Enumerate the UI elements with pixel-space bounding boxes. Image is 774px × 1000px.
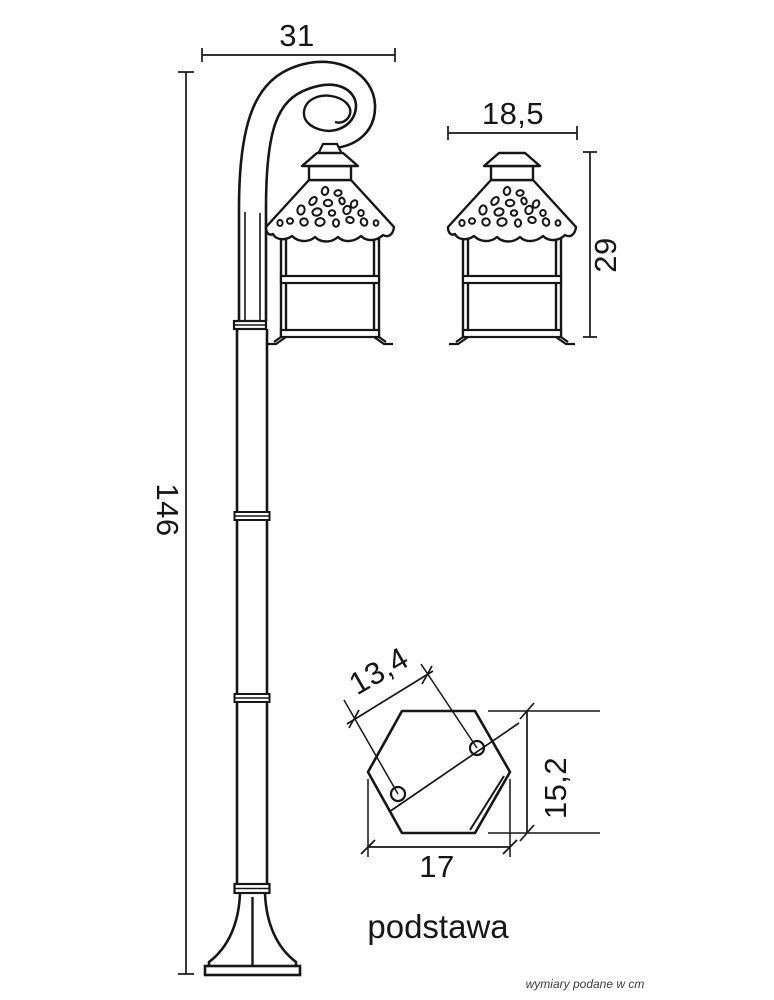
- dimension-lantern-height: 29: [583, 151, 623, 338]
- lantern-detail-view: [446, 151, 578, 346]
- base-flare-left: [207, 892, 242, 966]
- base-flare-right: [263, 892, 298, 966]
- dim-label-base-height: 15,2: [538, 757, 573, 819]
- dimension-base-width: 17: [360, 779, 518, 884]
- dim-label-pole-height: 146: [150, 483, 185, 536]
- hexagon-inner-edge: [469, 775, 505, 831]
- swan-neck-arm: [237, 60, 377, 321]
- dim-label-arm-width: 31: [279, 18, 314, 53]
- dimension-pole-height: 146: [150, 71, 194, 975]
- holes-centerline: [388, 722, 520, 813]
- dimension-base-height: 15,2: [488, 702, 600, 842]
- base-plate-hexagon: [366, 709, 520, 835]
- dim-label-hole-spacing: 13,4: [343, 640, 414, 701]
- lamp-pole: [203, 319, 302, 977]
- base-caption: podstawa: [367, 908, 509, 945]
- base-plate: [203, 964, 302, 977]
- dimension-arm-width: 31: [201, 18, 396, 62]
- dim-label-lantern-width: 18,5: [482, 96, 544, 131]
- units-note: wymiary podane w cm: [526, 977, 645, 991]
- dimension-hole-spacing: 13,4: [343, 640, 478, 795]
- dimension-lantern-width: 18,5: [447, 96, 578, 140]
- mounting-hole: [468, 739, 486, 757]
- hanging-lantern: [264, 142, 396, 346]
- mounting-hole: [389, 785, 407, 803]
- dim-label-lantern-height: 29: [588, 237, 623, 272]
- scroll-curl: [302, 94, 352, 133]
- dim-label-base-width: 17: [419, 849, 454, 884]
